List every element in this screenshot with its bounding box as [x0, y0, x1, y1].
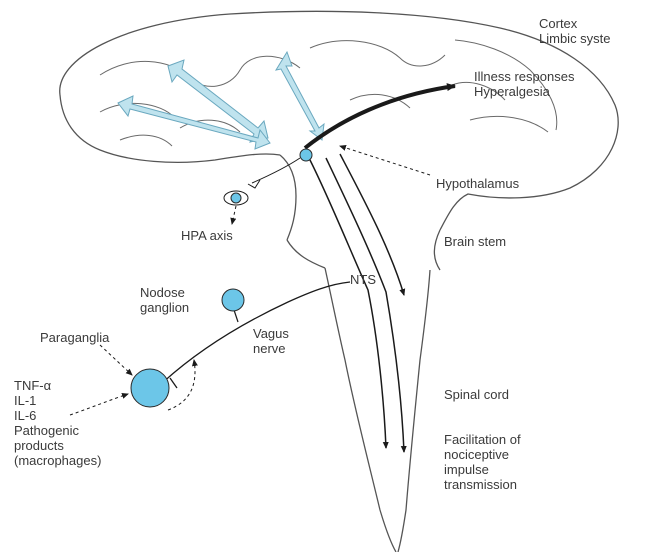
paraganglia-label: Paraganglia: [40, 330, 109, 345]
cortex-label: Cortex Limbic syste: [539, 16, 611, 46]
descending-pathways: [310, 154, 404, 452]
hypothalamus-label: Hypothalamus: [436, 176, 519, 191]
paraganglia-node: [131, 369, 169, 407]
double-arrow-2: [276, 52, 324, 140]
nodose-ganglion-node: [222, 289, 244, 311]
cortical-double-arrows: [118, 52, 324, 149]
facilitation-label: Facilitation of nociceptive impulse tran…: [444, 432, 521, 492]
nodose-ganglion-label: Nodose ganglion: [140, 285, 189, 315]
vagus-nerve-label: Vagus nerve: [253, 326, 289, 356]
brain-outline: [60, 11, 618, 270]
hpa-axis-arrow: [232, 206, 236, 224]
spinal-cord-label: Spinal cord: [444, 387, 509, 402]
mediators-label: TNF-α IL-1 IL-6 Pathogenic products (mac…: [14, 378, 101, 468]
brainstem-spinal-cord: [325, 268, 430, 552]
hypothalamus-pointer: [340, 146, 430, 175]
nodose-stalk: [234, 310, 238, 322]
feedback-curve-arrow: [168, 360, 195, 410]
hypothalamus-node: [300, 149, 312, 161]
brain-stem-label: Brain stem: [444, 234, 506, 249]
paraganglia-pointer: [100, 345, 132, 375]
pituitary-structure: [224, 158, 300, 205]
illness-response-arrow: [305, 86, 455, 148]
illness-responses-label: Illness responses Hyperalgesia: [474, 69, 574, 99]
vagus-nerve-tick: [170, 378, 177, 388]
nts-label: NTS: [350, 272, 376, 287]
hpa-axis-label: HPA axis: [181, 228, 233, 243]
